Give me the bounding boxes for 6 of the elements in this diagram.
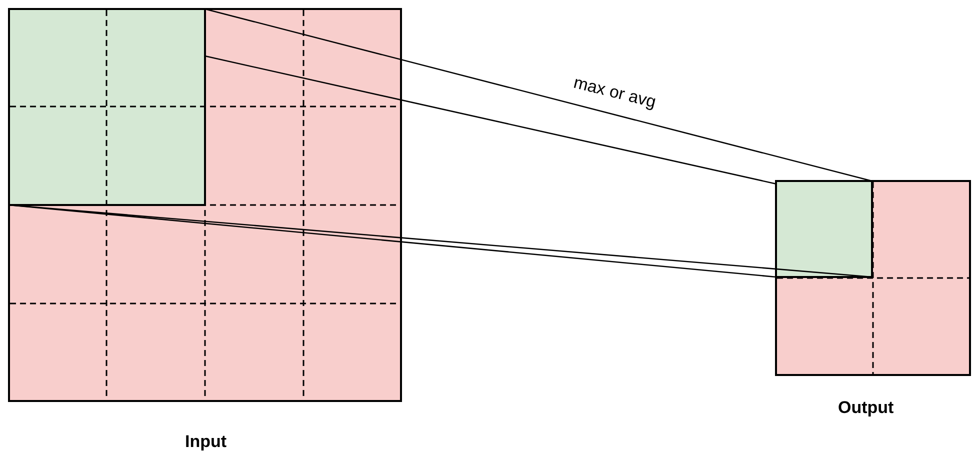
output-cell — [775, 180, 873, 278]
grid-caption: Output — [838, 398, 894, 418]
projection-line — [204, 55, 776, 185]
pooling-window — [8, 8, 206, 206]
projection-line — [204, 8, 872, 182]
grid-caption: Input — [185, 432, 227, 452]
